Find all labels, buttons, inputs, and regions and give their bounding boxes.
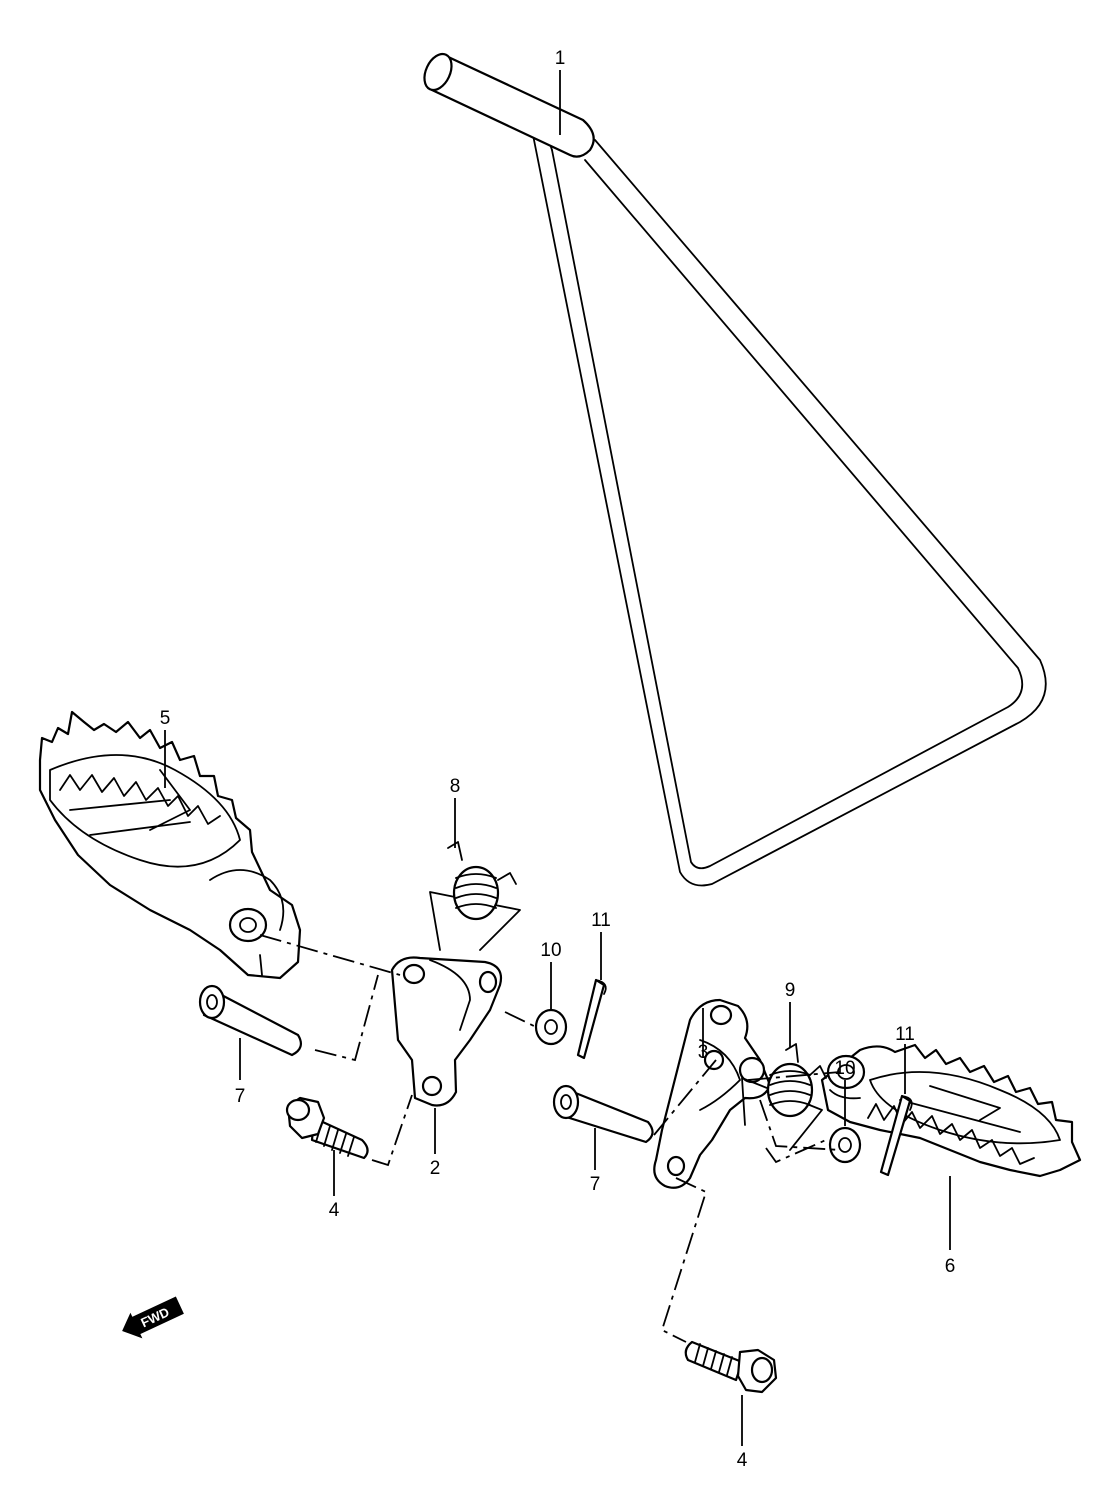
- callout-7-right: 7: [590, 1174, 601, 1195]
- callout-7-left: 7: [235, 1086, 246, 1107]
- left-pin-part: [198, 984, 303, 1057]
- callout-3: 3: [698, 1042, 709, 1063]
- stand-part: [423, 52, 1047, 887]
- right-cotter-pin-part: [879, 1094, 913, 1177]
- left-footrest-part: [38, 710, 302, 980]
- assembly-lines: [259, 934, 841, 1343]
- left-bracket-part: [390, 956, 503, 1107]
- left-washer-part: [534, 1008, 568, 1046]
- right-bolt-part: [684, 1340, 778, 1394]
- right-washer-part: [828, 1126, 862, 1164]
- callout-1: 1: [555, 48, 566, 69]
- callout-11-left: 11: [591, 910, 611, 931]
- fwd-direction-badge: FWD: [122, 1296, 184, 1339]
- stand-grip: [423, 52, 595, 158]
- left-cotter-pin-part: [576, 978, 607, 1060]
- left-spring-part: [429, 841, 521, 951]
- callout-4-left: 4: [329, 1200, 340, 1221]
- callout-labels: 1 5 8 10 11 9 3 11 10 7 2 7 4 6 4: [160, 48, 956, 1471]
- callout-5: 5: [160, 708, 171, 729]
- callout-6: 6: [945, 1256, 956, 1277]
- callout-10-left: 10: [540, 940, 561, 961]
- callout-4-right: 4: [737, 1450, 748, 1471]
- callout-2: 2: [430, 1158, 441, 1179]
- callout-11-right: 11: [895, 1024, 915, 1045]
- right-footrest-part: [820, 1043, 1082, 1178]
- right-bracket-part: [653, 998, 772, 1189]
- callout-8: 8: [450, 776, 461, 797]
- right-pin-part: [552, 1084, 654, 1144]
- leader-lines: [164, 70, 951, 1446]
- callout-9: 9: [785, 980, 796, 1001]
- left-bolt-part: [285, 1096, 369, 1160]
- fwd-arrow-icon: [122, 1296, 184, 1339]
- callout-10-right: 10: [834, 1058, 855, 1079]
